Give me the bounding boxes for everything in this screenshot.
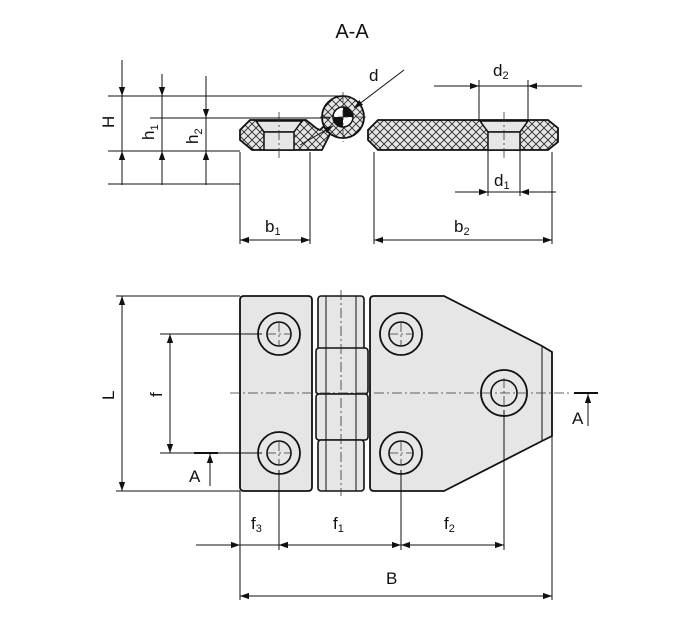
- dim-h2-label: h: [183, 135, 202, 144]
- dim-h2-sub: 2: [193, 128, 205, 134]
- svg-text:h1: h1: [139, 124, 161, 140]
- svg-text:b1: b1: [265, 217, 281, 238]
- dim-f3-label: f: [251, 514, 256, 533]
- dim-L: L: [99, 296, 126, 491]
- dim-h2: h2: [183, 76, 210, 185]
- dim-f: f: [147, 334, 174, 453]
- section-extension-lines: [108, 80, 553, 244]
- dim-b1: b1: [240, 217, 310, 244]
- dim-h1-label: h: [139, 131, 158, 140]
- plan-extension-lines: [116, 295, 553, 600]
- svg-text:d2: d2: [493, 61, 509, 82]
- dim-b1-label: b: [265, 217, 274, 236]
- dim-d: d: [299, 66, 405, 146]
- dim-f2-sub: 2: [449, 523, 455, 535]
- dim-d-label: d: [369, 66, 378, 85]
- svg-text:f1: f1: [333, 514, 344, 535]
- section-title: A-A: [335, 21, 369, 43]
- dim-d1-label: d: [494, 171, 503, 190]
- dim-d1: d1: [455, 171, 556, 196]
- dim-b1-sub: 1: [274, 226, 280, 238]
- dim-f1: f1: [279, 514, 401, 549]
- dim-b2-label: b: [454, 217, 463, 236]
- right-leaf-section: [367, 119, 559, 151]
- section-marker-right: A: [572, 392, 598, 428]
- dim-f2-label: f: [444, 514, 449, 533]
- section-view: [239, 92, 559, 160]
- knuckle-lower: [315, 393, 369, 441]
- dim-b2: b2: [374, 217, 552, 244]
- section-marker-left: A: [189, 452, 218, 486]
- dim-H-label: H: [99, 116, 118, 128]
- dim-d2-label: d: [493, 61, 502, 80]
- knuckle-mid: [315, 347, 369, 395]
- section-mark-left-label: A: [189, 467, 201, 486]
- dim-h1-sub: 1: [149, 124, 161, 130]
- svg-text:b2: b2: [454, 217, 470, 238]
- dim-d2: d2: [434, 61, 582, 90]
- svg-text:h2: h2: [183, 128, 205, 144]
- svg-text:d1: d1: [494, 171, 510, 192]
- dim-f3-sub: 3: [256, 523, 262, 535]
- plan-view: [230, 290, 570, 496]
- dim-f1-sub: 1: [338, 523, 344, 535]
- dim-d1-sub: 1: [503, 180, 509, 192]
- svg-text:f3: f3: [251, 514, 262, 535]
- dim-f-label: f: [147, 392, 166, 397]
- dim-b2-sub: 2: [463, 226, 469, 238]
- dim-L-label: L: [99, 391, 118, 400]
- dim-f2: f2: [401, 514, 504, 549]
- dim-h1: h1: [139, 74, 166, 185]
- section-mark-right-label: A: [572, 409, 584, 428]
- dim-f3: f3: [196, 514, 318, 549]
- dim-f1-label: f: [333, 514, 338, 533]
- svg-text:f2: f2: [444, 514, 455, 535]
- dim-d2-sub: 2: [502, 70, 508, 82]
- dim-B-label: B: [386, 569, 397, 588]
- dim-H: H: [99, 60, 126, 185]
- dim-B: B: [240, 569, 552, 600]
